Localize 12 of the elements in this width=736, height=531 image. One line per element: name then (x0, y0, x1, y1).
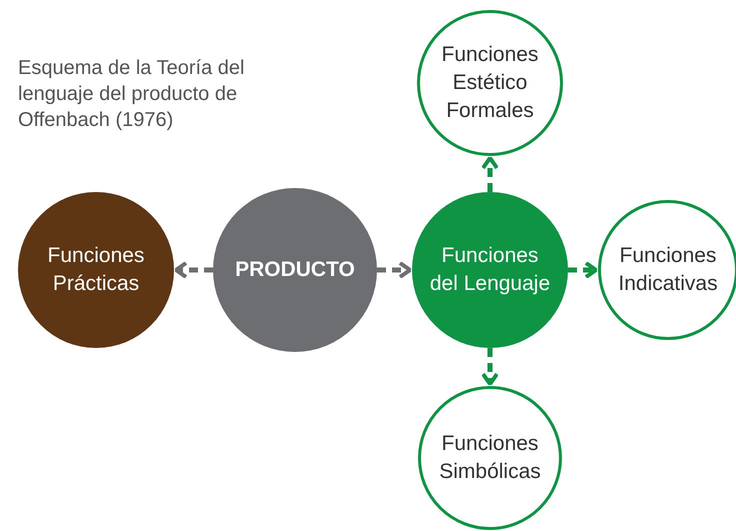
node-label: Funciones Estético Formales (440, 42, 540, 124)
dashed-arrow (174, 261, 213, 279)
node-label: Funciones Indicativas (617, 243, 719, 297)
node-label: Funciones Prácticas (46, 243, 146, 297)
node-label: PRODUCTO (235, 257, 355, 283)
dashed-arrow (481, 156, 499, 192)
node-label: Funciones Simbólicas (438, 431, 542, 485)
dashed-arrow (377, 261, 412, 279)
diagram-caption: Esquema de la Teoría del lenguaje del producto de Offenbach (1976) (18, 56, 246, 133)
node-label: Funciones del Lenguaje (428, 243, 552, 297)
dashed-arrow (481, 348, 499, 386)
dashed-arrow (568, 261, 598, 279)
